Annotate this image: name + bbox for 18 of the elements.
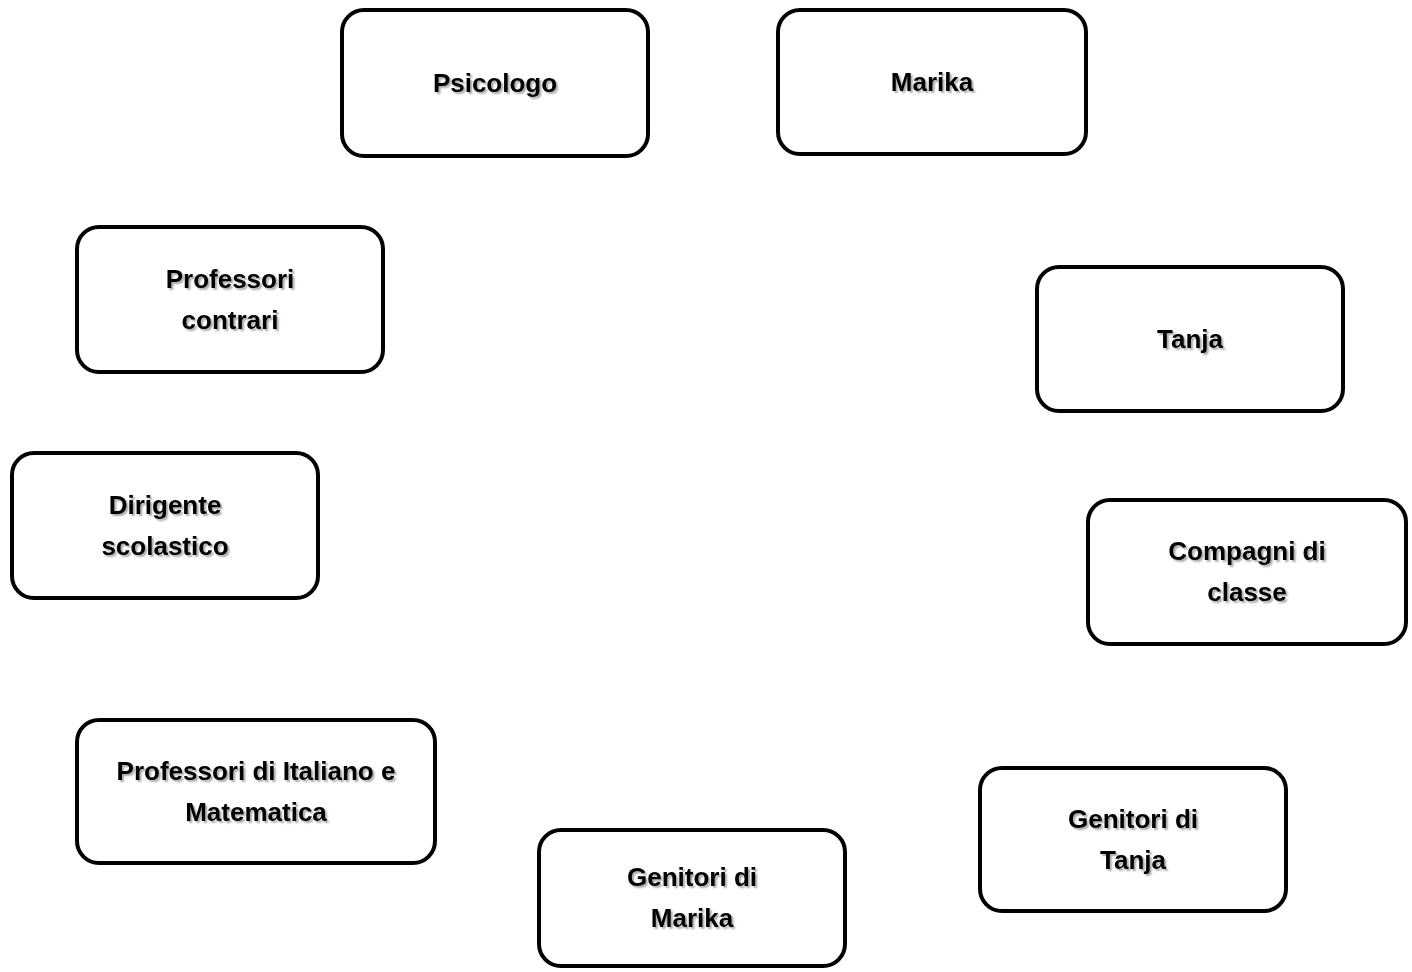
box-label: Tanja [1157,322,1223,356]
rounded-box [537,828,847,968]
box-label: Genitori di Tanja [1067,802,1199,877]
rounded-box [340,8,650,158]
box-label: Compagni di classe [1167,535,1327,609]
rounded-box [75,225,385,374]
box-label: Dirigente scolastico [100,488,230,563]
box-label: Professori di Italiano e Matematica [115,754,397,829]
box-label: Genitori di Marika [626,861,758,935]
rounded-box [978,766,1288,913]
rounded-box [776,8,1088,156]
rounded-box [75,718,437,865]
rounded-box [1035,265,1345,413]
box-label: Marika [890,65,974,99]
box-label: Psicologo [432,66,558,100]
rounded-box [1086,498,1408,646]
box-label: Professori contrari [164,262,296,337]
rounded-box [10,451,320,600]
